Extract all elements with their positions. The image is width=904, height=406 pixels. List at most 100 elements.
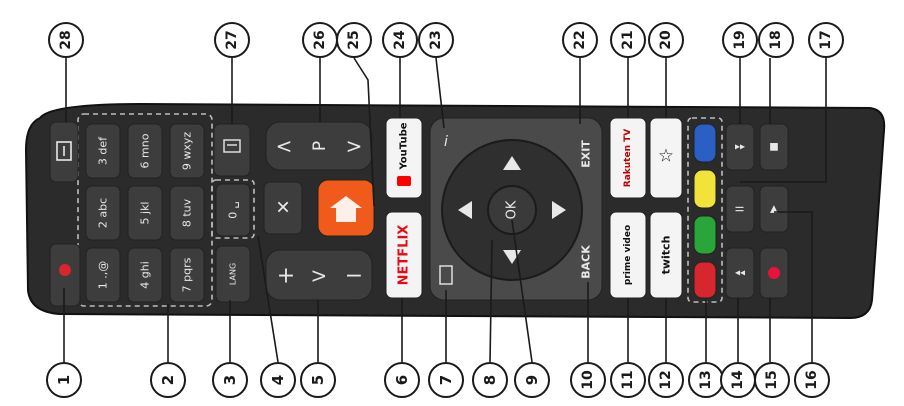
ok-label: OK: [505, 200, 520, 219]
play-button[interactable]: ▶: [759, 185, 789, 233]
key-7[interactable]: 7 pqrs: [169, 247, 205, 303]
callout-17-number: 17: [818, 30, 834, 49]
prime-video-button[interactable]: prime video: [609, 211, 647, 299]
power-icon: [59, 264, 71, 276]
text-icon: [223, 139, 241, 153]
volume-rocker[interactable]: + V −: [265, 249, 373, 301]
blue-key[interactable]: [693, 123, 717, 163]
programme-label: P: [310, 141, 330, 151]
key-1[interactable]: 1 .,@: [85, 247, 121, 303]
youtube-icon: [397, 176, 411, 186]
subtitle-button[interactable]: [439, 265, 453, 285]
home-button[interactable]: [317, 179, 375, 237]
twitch-button[interactable]: twitch: [649, 211, 683, 299]
key-3[interactable]: 3 def: [85, 123, 121, 179]
key-2[interactable]: 2 abc: [85, 185, 121, 241]
callout-18-number: 18: [768, 30, 784, 49]
callout-16: 16: [794, 362, 830, 398]
callout-19: 19: [722, 22, 758, 58]
callout-18: 18: [758, 22, 794, 58]
key-6[interactable]: 6 mno: [127, 123, 163, 179]
twitch-label: twitch: [660, 236, 673, 275]
source-button[interactable]: [49, 121, 79, 183]
callout-9: 9: [514, 362, 550, 398]
rakuten-tv-button[interactable]: Rakuten TV: [609, 117, 647, 199]
youtube-button[interactable]: YouTube: [385, 117, 423, 199]
favourites-button[interactable]: ☆: [649, 117, 683, 199]
key-9[interactable]: 9 wxyz: [169, 123, 205, 179]
callout-10-number: 10: [580, 370, 596, 390]
info-icon: i: [444, 134, 448, 150]
key-8[interactable]: 8 tuv: [169, 185, 205, 241]
leader-lines: [63, 57, 827, 380]
source-icon: [56, 141, 72, 161]
callout-7: 7: [428, 362, 464, 398]
key-7-label: 7 pqrs: [181, 257, 194, 292]
key-5[interactable]: 5 jkl: [127, 185, 163, 241]
color-keys-group-outline: [687, 117, 723, 303]
callout-13-number: 13: [698, 370, 714, 389]
volume-up-label: +: [277, 264, 295, 289]
language-button[interactable]: LANG: [215, 245, 251, 303]
arrow-right-icon: [552, 201, 566, 219]
ok-button[interactable]: OK: [487, 185, 537, 235]
callout-8-number: 8: [481, 375, 499, 385]
callout-28-number: 28: [58, 30, 74, 49]
callout-23: 23: [418, 22, 454, 58]
exit-button[interactable]: EXIT: [580, 140, 593, 168]
fast-forward-button[interactable]: ▸▸: [725, 123, 755, 171]
callout-21: 21: [610, 22, 646, 58]
favourites-icon: ☆: [658, 146, 674, 167]
yellow-key[interactable]: [693, 169, 717, 209]
callout-21-number: 21: [620, 30, 636, 49]
callout-16-number: 16: [804, 370, 820, 389]
rewind-button[interactable]: ◂◂: [725, 247, 755, 299]
callout-27: 27: [214, 22, 250, 58]
red-key[interactable]: [693, 261, 717, 299]
mute-icon: ✕: [275, 198, 290, 219]
callout-22: 22: [562, 22, 598, 58]
key-4[interactable]: 4 ghi: [127, 247, 163, 303]
back-button[interactable]: BACK: [580, 245, 593, 279]
callout-4: 4: [260, 362, 296, 398]
callout-22-number: 22: [572, 30, 588, 49]
callout-20: 20: [648, 22, 684, 58]
netflix-button[interactable]: NETFLIX: [385, 211, 423, 299]
record-button[interactable]: [759, 247, 789, 299]
callout-1-number: 1: [55, 375, 73, 385]
callout-8: 8: [472, 362, 508, 398]
callout-2-number: 2: [159, 375, 177, 385]
prime-video-label: prime video: [623, 225, 633, 285]
pause-label: II: [734, 206, 747, 213]
programme-up-label: >: [346, 134, 363, 158]
pause-button[interactable]: II: [725, 185, 755, 233]
callout-11: 11: [610, 362, 646, 398]
callout-26-number: 26: [312, 30, 328, 49]
fast-forward-label: ▸▸: [735, 142, 745, 153]
programme-rocker[interactable]: < P >: [265, 121, 373, 171]
callout-15-number: 15: [764, 370, 780, 389]
text-button[interactable]: [213, 123, 251, 177]
callout-5-number: 5: [309, 375, 327, 385]
rewind-label: ◂◂: [735, 268, 745, 279]
key-5-label: 5 jkl: [139, 202, 152, 225]
green-key[interactable]: [693, 215, 717, 255]
callout-11-number: 11: [620, 370, 636, 389]
key-4-label: 4 ghi: [139, 261, 152, 289]
mute-button[interactable]: ✕: [263, 181, 303, 235]
callout-10: 10: [570, 362, 606, 398]
callout-24: 24: [382, 22, 418, 58]
callout-27-number: 27: [224, 30, 240, 49]
callout-14: 14: [720, 362, 756, 398]
stop-button[interactable]: ■: [759, 123, 789, 171]
key-0-label: 0 ␣: [227, 201, 240, 218]
callout-5: 5: [300, 362, 336, 398]
key-0[interactable]: 0 ␣: [215, 183, 251, 237]
callout-4-number: 4: [269, 375, 287, 385]
callout-1: 1: [46, 362, 82, 398]
info-button[interactable]: i: [444, 134, 448, 150]
callout-17: 17: [808, 22, 844, 58]
power-button[interactable]: [49, 243, 81, 307]
volume-down-label: −: [345, 264, 363, 289]
arrow-up-icon: [503, 156, 521, 170]
